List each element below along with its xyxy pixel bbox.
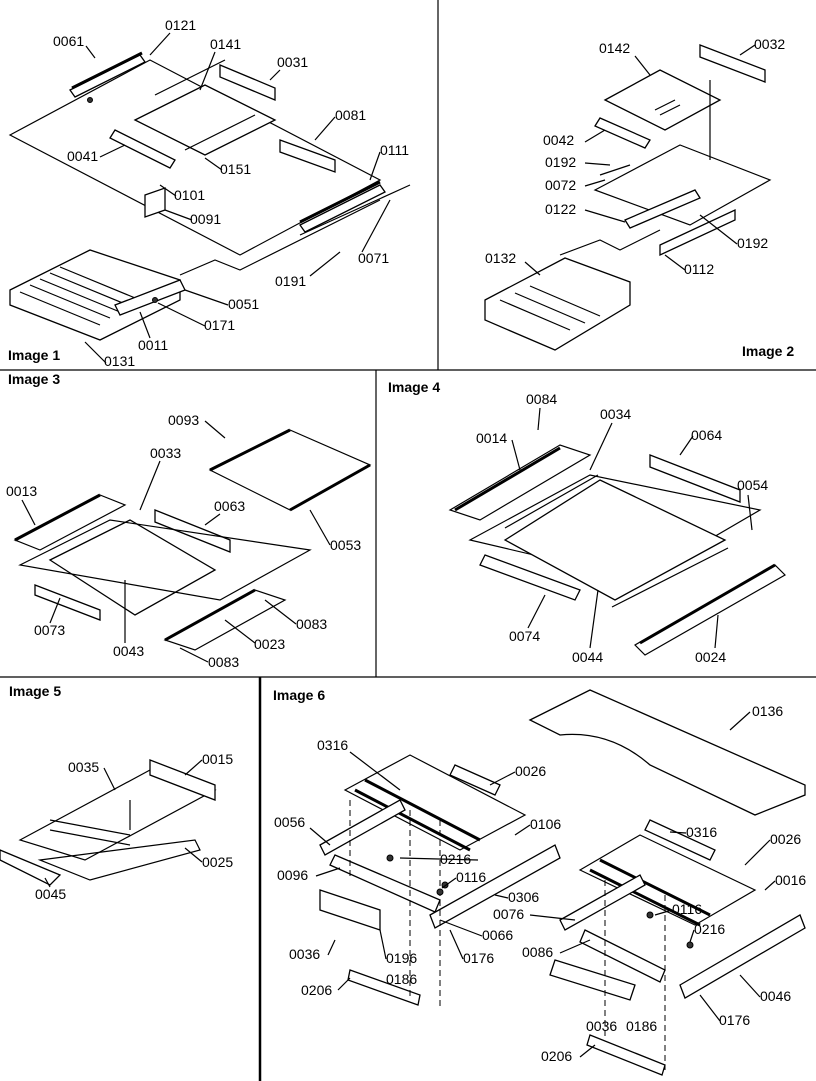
part-label: 0072 [545,177,576,193]
part-label: 0176 [719,1012,750,1028]
part-label: 0141 [210,36,241,52]
part-label: 0206 [541,1048,572,1064]
part-label: 0111 [380,142,409,158]
part-label: 0044 [572,649,603,665]
image2-leaders [524,44,756,276]
part-label: 0031 [277,54,308,70]
part-label: 0076 [493,906,524,922]
part-label: 0041 [67,148,98,164]
part-label: 0036 [289,946,320,962]
part-label: 0191 [275,273,306,289]
part-label: 0043 [113,643,144,659]
part-label: 0071 [358,250,389,266]
image4-labels: 0084 0034 0014 0064 0054 0074 0044 0024 [476,391,768,665]
part-label: 0186 [386,971,417,987]
image5-title: Image 5 [9,683,61,699]
part-label: 0086 [522,944,553,960]
part-label: 0035 [68,759,99,775]
image6-labels: 0136 0316 0026 0056 0106 0216 0096 0116 … [274,703,806,1064]
part-label: 0083 [296,616,327,632]
part-label: 0025 [202,854,233,870]
part-label: 0306 [508,889,539,905]
part-label: 0026 [515,763,546,779]
part-label: 0026 [770,831,801,847]
part-label: 0192 [545,154,576,170]
part-label: 0136 [752,703,783,719]
part-label: 0015 [202,751,233,767]
part-label: 0073 [34,622,65,638]
part-label: 0132 [485,250,516,266]
part-label: 0016 [775,872,806,888]
part-label: 0034 [600,406,631,422]
part-label: 0033 [150,445,181,461]
part-label: 0112 [684,261,714,277]
part-label: 0042 [543,132,574,148]
image5-labels: 0035 0015 0025 0045 [35,751,233,902]
image1-labels: 0061 0121 0141 0031 0081 0041 0151 0101 … [53,17,409,369]
image3-drawing [13,428,372,651]
part-label: 0036 [586,1018,617,1034]
image1-drawing [8,51,411,341]
part-label: 0176 [463,950,494,966]
part-label: 0024 [695,649,726,665]
part-label: 0216 [694,921,725,937]
part-label: 0014 [476,430,507,446]
image1-leaders [84,32,391,364]
part-label: 0032 [754,36,785,52]
part-label: 0083 [208,654,239,670]
image3-leaders [21,420,331,663]
part-label: 0045 [35,886,66,902]
part-label: 0096 [277,867,308,883]
image4-title: Image 4 [388,379,440,395]
part-label: 0106 [530,816,561,832]
part-label: 0151 [220,161,251,177]
part-label: 0074 [509,628,540,644]
part-label: 0063 [214,498,245,514]
part-label: 0101 [174,187,205,203]
part-label: 0091 [190,211,221,227]
image6-leaders [309,711,776,1058]
part-label: 0056 [274,814,305,830]
image4-leaders [511,407,753,649]
image2-drawing [484,44,772,351]
part-label: 0013 [6,483,37,499]
part-label: 0316 [317,737,348,753]
part-label: 0186 [626,1018,657,1034]
part-label: 0116 [672,901,702,917]
part-label: 0142 [599,40,630,56]
part-label: 0011 [138,337,168,353]
part-label: 0023 [254,636,285,652]
part-label: 0051 [228,296,259,312]
image2-labels: 0142 0032 0042 0192 0072 0122 0192 0132 … [485,36,785,277]
part-label: 0122 [545,201,576,217]
image3-labels: 0093 0033 0013 0063 0053 0073 0043 0023 … [6,412,361,670]
image1-title: Image 1 [8,347,60,363]
part-label: 0064 [691,427,722,443]
part-label: 0066 [482,927,513,943]
part-label: 0081 [335,107,366,123]
image4-drawing [448,444,786,656]
part-label: 0061 [53,33,84,49]
part-label: 0171 [204,317,235,333]
image6-title: Image 6 [273,687,325,703]
part-label: 0116 [456,869,486,885]
part-label: 0046 [760,988,791,1004]
part-label: 0192 [737,235,768,251]
image5-leaders [44,759,203,888]
image2-title: Image 2 [742,343,794,359]
part-label: 0206 [301,982,332,998]
part-label: 0054 [737,477,768,493]
image6-drawing [319,689,806,1076]
image3-title: Image 3 [8,371,60,387]
part-label: 0196 [386,950,417,966]
part-label: 0316 [686,824,717,840]
part-label: 0131 [104,353,135,369]
part-label: 0093 [168,412,199,428]
part-label: 0121 [165,17,196,33]
part-label: 0053 [330,537,361,553]
image5-drawing [0,759,217,886]
part-label: 0084 [526,391,557,407]
